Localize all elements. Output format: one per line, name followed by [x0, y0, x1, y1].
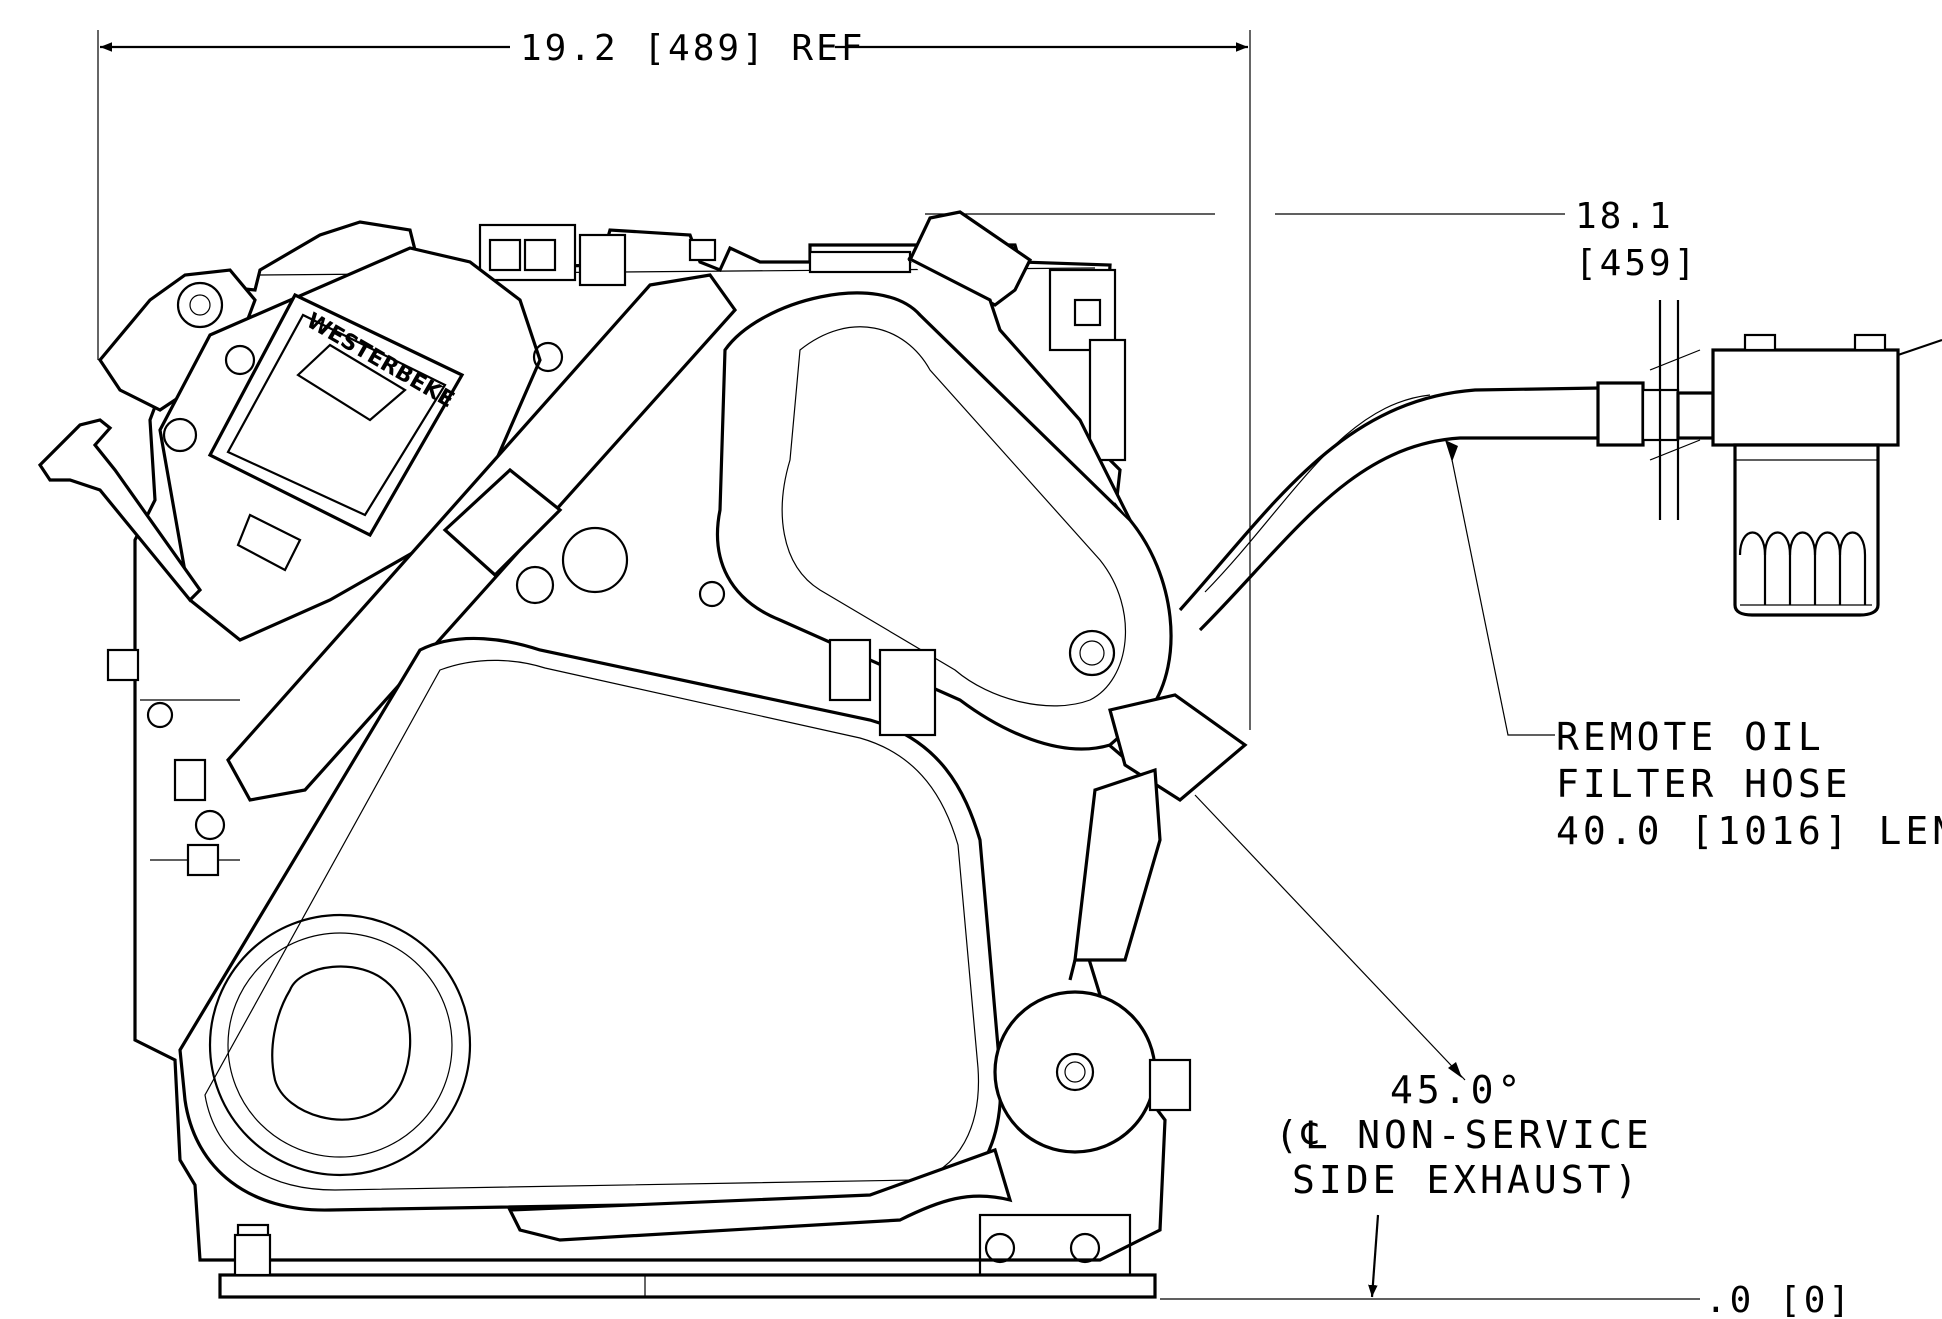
baseline-text: .0 [0]	[1705, 1280, 1853, 1319]
oil-hose-label-line2: FILTER HOSE	[1556, 762, 1852, 806]
lever-handle	[37, 418, 203, 603]
height-dimension-value: 18.1	[1575, 196, 1674, 237]
width-dimension: 19.2 [489] REF	[97, 28, 1251, 730]
height-dimension: 18.1 [459]	[925, 196, 1698, 284]
lower-pulley	[993, 990, 1192, 1154]
engine-assembly: WESTERBEKE	[37, 210, 1942, 1299]
exhaust-angle-text: 45.0°	[1390, 1068, 1524, 1112]
oil-hose-label-line1: REMOTE OIL	[1556, 715, 1825, 759]
oil-hose-callout: REMOTE OIL FILTER HOSE 40.0 [1016] LENGT…	[1445, 440, 1942, 853]
exhaust-pipe	[507, 767, 1162, 1242]
height-dimension-metric: [459]	[1575, 243, 1698, 284]
timing-cover	[178, 636, 1003, 1212]
bulkhead-bracket	[1649, 300, 1701, 520]
left-fittings	[106, 638, 937, 1277]
intake-tube	[226, 273, 738, 802]
oil-hose	[1178, 381, 1715, 632]
top-connectors	[478, 223, 1127, 462]
upper-elbow	[907, 210, 1132, 521]
baseline-dimension: .0 [0]	[1160, 1214, 1853, 1319]
width-dimension-text: 19.2 [489] REF	[520, 28, 865, 69]
oil-hose-label-line3: 40.0 [1016] LENGTH	[1556, 809, 1942, 853]
exhaust-callout: 45.0° (℄ NON-SERVICE SIDE EXHAUST)	[1194, 794, 1653, 1202]
exhaust-label-line2: SIDE EXHAUST)	[1292, 1158, 1641, 1202]
exhaust-label-line1: (℄ NON-SERVICE	[1275, 1113, 1653, 1157]
controller-module: WESTERBEKE	[207, 292, 465, 572]
coolant-housing	[715, 291, 1248, 802]
remote-oil-filter	[1711, 333, 1942, 617]
